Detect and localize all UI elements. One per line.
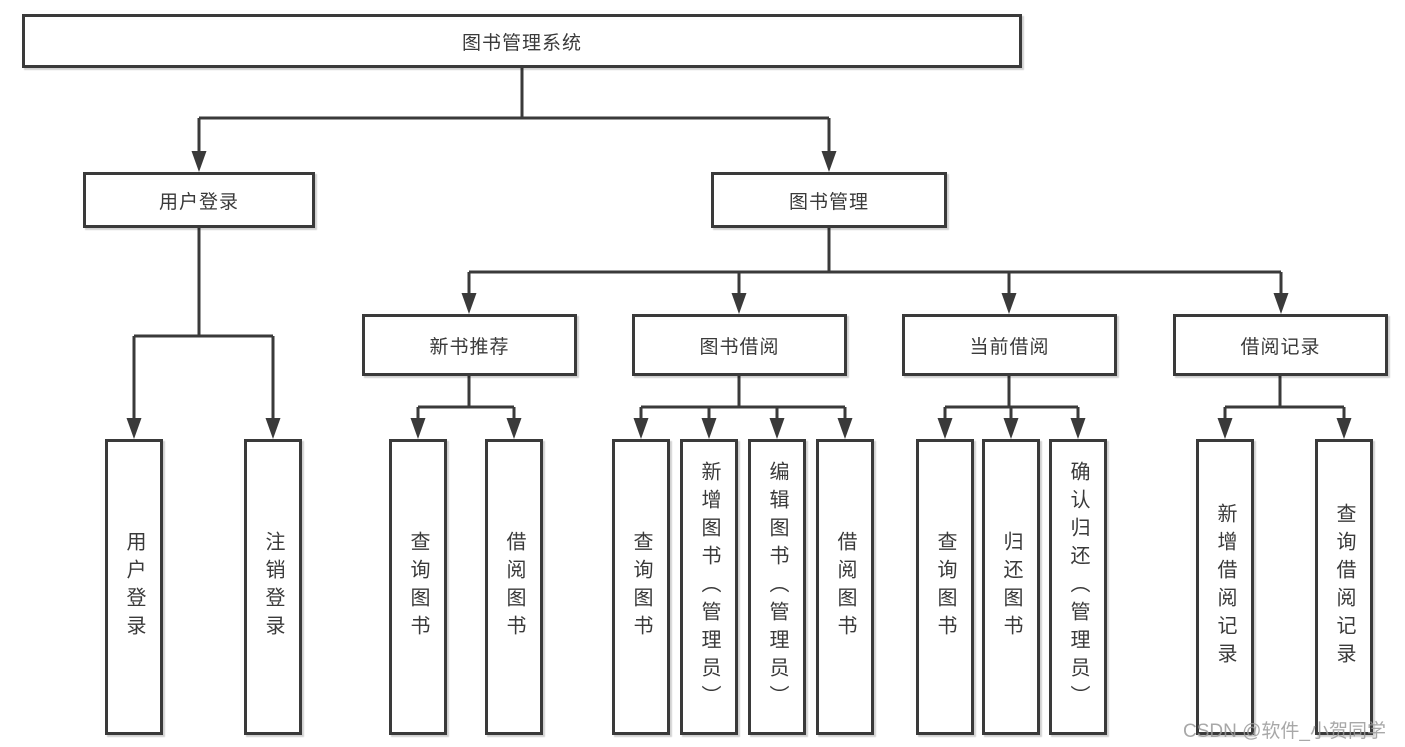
arrowhead <box>461 293 477 314</box>
arrowhead <box>1003 418 1019 439</box>
arrowhead <box>701 418 717 439</box>
leaf-recommend-borrow-books: 借阅图书 <box>485 439 543 735</box>
connector-book-management-to-modules <box>461 228 1289 314</box>
connector-user-login-to-leaves <box>126 228 281 439</box>
leaf-records-query-record: 查询借阅记录 <box>1315 439 1373 735</box>
node-current-borrow: 当前借阅 <box>902 314 1117 376</box>
arrowhead <box>731 293 747 314</box>
arrowhead <box>937 418 953 439</box>
watermark: CSDN @软件_小贺同学 <box>1183 721 1386 742</box>
leaf-current-query-books: 查询图书 <box>916 439 974 735</box>
node-new-book-recommend: 新书推荐 <box>362 314 577 376</box>
connector-current-borrow-to-leaves <box>937 376 1086 439</box>
arrowhead <box>633 418 649 439</box>
leaf-recommend-query-books: 查询图书 <box>389 439 447 735</box>
arrowhead <box>1001 293 1017 314</box>
arrowhead <box>410 418 426 439</box>
arrowhead <box>1070 418 1086 439</box>
arrowhead <box>1273 293 1289 314</box>
leaf-current-return-books: 归还图书 <box>982 439 1040 735</box>
arrowhead <box>769 418 785 439</box>
arrowhead <box>191 151 207 172</box>
leaf-borrow-borrow-books: 借阅图书 <box>816 439 874 735</box>
leaf-borrow-query-books: 查询图书 <box>612 439 670 735</box>
node-borrow-records: 借阅记录 <box>1173 314 1388 376</box>
leaf-user-login: 用户登录 <box>105 439 163 735</box>
node-book-management: 图书管理 <box>711 172 947 228</box>
node-book-borrow: 图书借阅 <box>632 314 847 376</box>
arrowhead <box>506 418 522 439</box>
leaf-borrow-add-books-admin: 新增图书（管理员） <box>680 439 738 735</box>
connector-book-borrow-to-leaves <box>633 376 853 439</box>
leaf-logout: 注销登录 <box>244 439 302 735</box>
node-user-login: 用户登录 <box>83 172 315 228</box>
arrowhead <box>837 418 853 439</box>
leaf-borrow-edit-books-admin: 编辑图书（管理员） <box>748 439 806 735</box>
connector-borrow-records-to-leaves <box>1217 376 1352 439</box>
arrowhead <box>265 418 281 439</box>
connector-root-to-branches <box>191 68 837 172</box>
leaf-records-add-record: 新增借阅记录 <box>1196 439 1254 735</box>
leaf-current-confirm-return-admin: 确认归还（管理员） <box>1049 439 1107 735</box>
connector-new-book-recommend-to-leaves <box>410 376 522 439</box>
node-root: 图书管理系统 <box>22 14 1022 68</box>
arrowhead <box>821 151 837 172</box>
arrowhead <box>1217 418 1233 439</box>
arrowhead <box>126 418 142 439</box>
arrowhead <box>1336 418 1352 439</box>
